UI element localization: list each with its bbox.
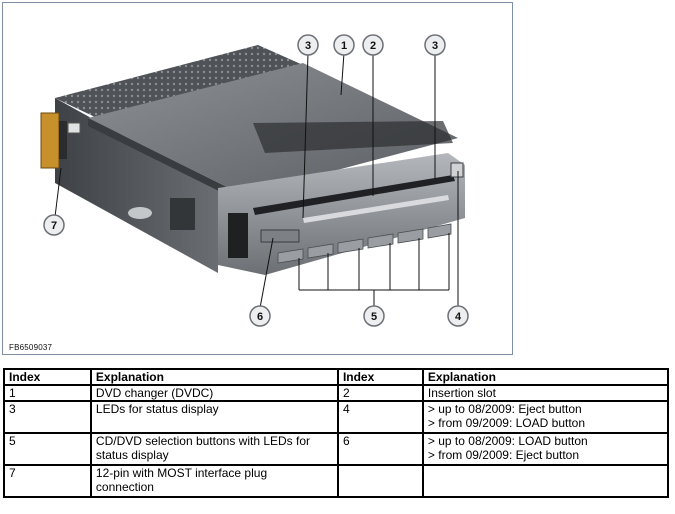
row2-explanation-2: > up to 08/2009: Eject button > from 09/…: [421, 400, 670, 434]
callout-5-circle: [363, 305, 385, 327]
row3-explanation-1: CD/DVD selection buttons with LEDs for s…: [89, 432, 339, 466]
row3-explanation-2-line2: > from 09/2009: Eject button: [427, 448, 580, 462]
callout-6: 6: [257, 311, 263, 323]
callout-3a-circle: [297, 34, 319, 56]
row1-index-2: 2: [336, 384, 424, 402]
row4-explanation-1: 12-pin with MOST interface plug connecti…: [89, 464, 339, 498]
dvd-changer-illustration: 3 1 2 3 7 6 5 4: [40, 34, 469, 327]
table-row: 1 DVD changer (DVDC) 2 Insertion slot: [3, 384, 670, 402]
callout-5: 5: [371, 311, 377, 323]
row4-explanation-1-line1: 12-pin with MOST interface plug: [95, 466, 268, 480]
callout-2: 2: [370, 40, 376, 52]
callout-4-circle: [447, 305, 469, 327]
callout-7: 7: [51, 220, 57, 232]
row3-explanation-2: > up to 08/2009: LOAD button > from 09/2…: [421, 432, 670, 466]
callout-3b: 3: [432, 40, 438, 52]
selection-buttons: [277, 223, 452, 264]
row1-explanation-2-line1: Insertion slot: [427, 386, 496, 400]
row2-explanation-1: LEDs for status display: [89, 400, 339, 434]
row1-explanation-1-line1: DVD changer (DVDC): [95, 386, 214, 400]
row2-explanation-2-line1: > up to 08/2009: Eject button: [427, 402, 582, 416]
row4-index-2: [336, 464, 424, 498]
chassis-top-mesh: [55, 45, 321, 128]
legend-table: Index Explanation Index Explanation 1 DV…: [3, 368, 670, 498]
callout-2-circle: [362, 34, 384, 56]
eject-button-area: [450, 162, 464, 178]
row4-index-1: 7: [3, 464, 92, 498]
row3-index-2: 6: [336, 432, 424, 466]
header-explanation-2: Explanation: [421, 368, 670, 386]
row1-explanation-1: DVD changer (DVDC): [89, 384, 339, 402]
row3-explanation-2-line1: > up to 08/2009: LOAD button: [427, 434, 588, 448]
figure-code: FB6509037: [9, 343, 53, 352]
callout-3b-circle: [424, 34, 446, 56]
table-row: 3 LEDs for status display 4 > up to 08/2…: [3, 400, 670, 434]
row2-index-2: 4: [336, 400, 424, 434]
load-button-area: [260, 229, 300, 243]
row2-explanation-2-line2: > from 09/2009: LOAD button: [427, 416, 586, 430]
callout-1: 1: [341, 40, 347, 52]
row3-explanation-1-line1: CD/DVD selection buttons with LEDs for: [95, 434, 311, 448]
dvd-changer-figure: 3 1 2 3 7 6 5 4 FB6509037: [2, 2, 513, 355]
header-index-2: Index: [336, 368, 424, 386]
row3-explanation-1-line2: status display: [95, 448, 169, 462]
callout-6-circle: [249, 305, 271, 327]
header-index-1: Index: [3, 368, 92, 386]
row2-index-1: 3: [3, 400, 92, 434]
callout-3a: 3: [305, 40, 311, 52]
table-row: 7 12-pin with MOST interface plug connec…: [3, 464, 670, 498]
callout-4: 4: [455, 311, 462, 323]
header-explanation-1: Explanation: [89, 368, 339, 386]
callout-1-circle: [333, 34, 355, 56]
row4-explanation-1-line2: connection: [95, 480, 154, 494]
row3-index-1: 5: [3, 432, 92, 466]
table-row: 5 CD/DVD selection buttons with LEDs for…: [3, 432, 670, 466]
row1-explanation-2: Insertion slot: [421, 384, 670, 402]
legend-header-row: Index Explanation Index Explanation: [3, 368, 670, 386]
connector-plug: [40, 112, 60, 169]
callout-7-circle: [43, 214, 65, 236]
row1-index-1: 1: [3, 384, 92, 402]
row4-explanation-2: [421, 464, 670, 498]
row2-explanation-1-line1: LEDs for status display: [95, 402, 219, 416]
